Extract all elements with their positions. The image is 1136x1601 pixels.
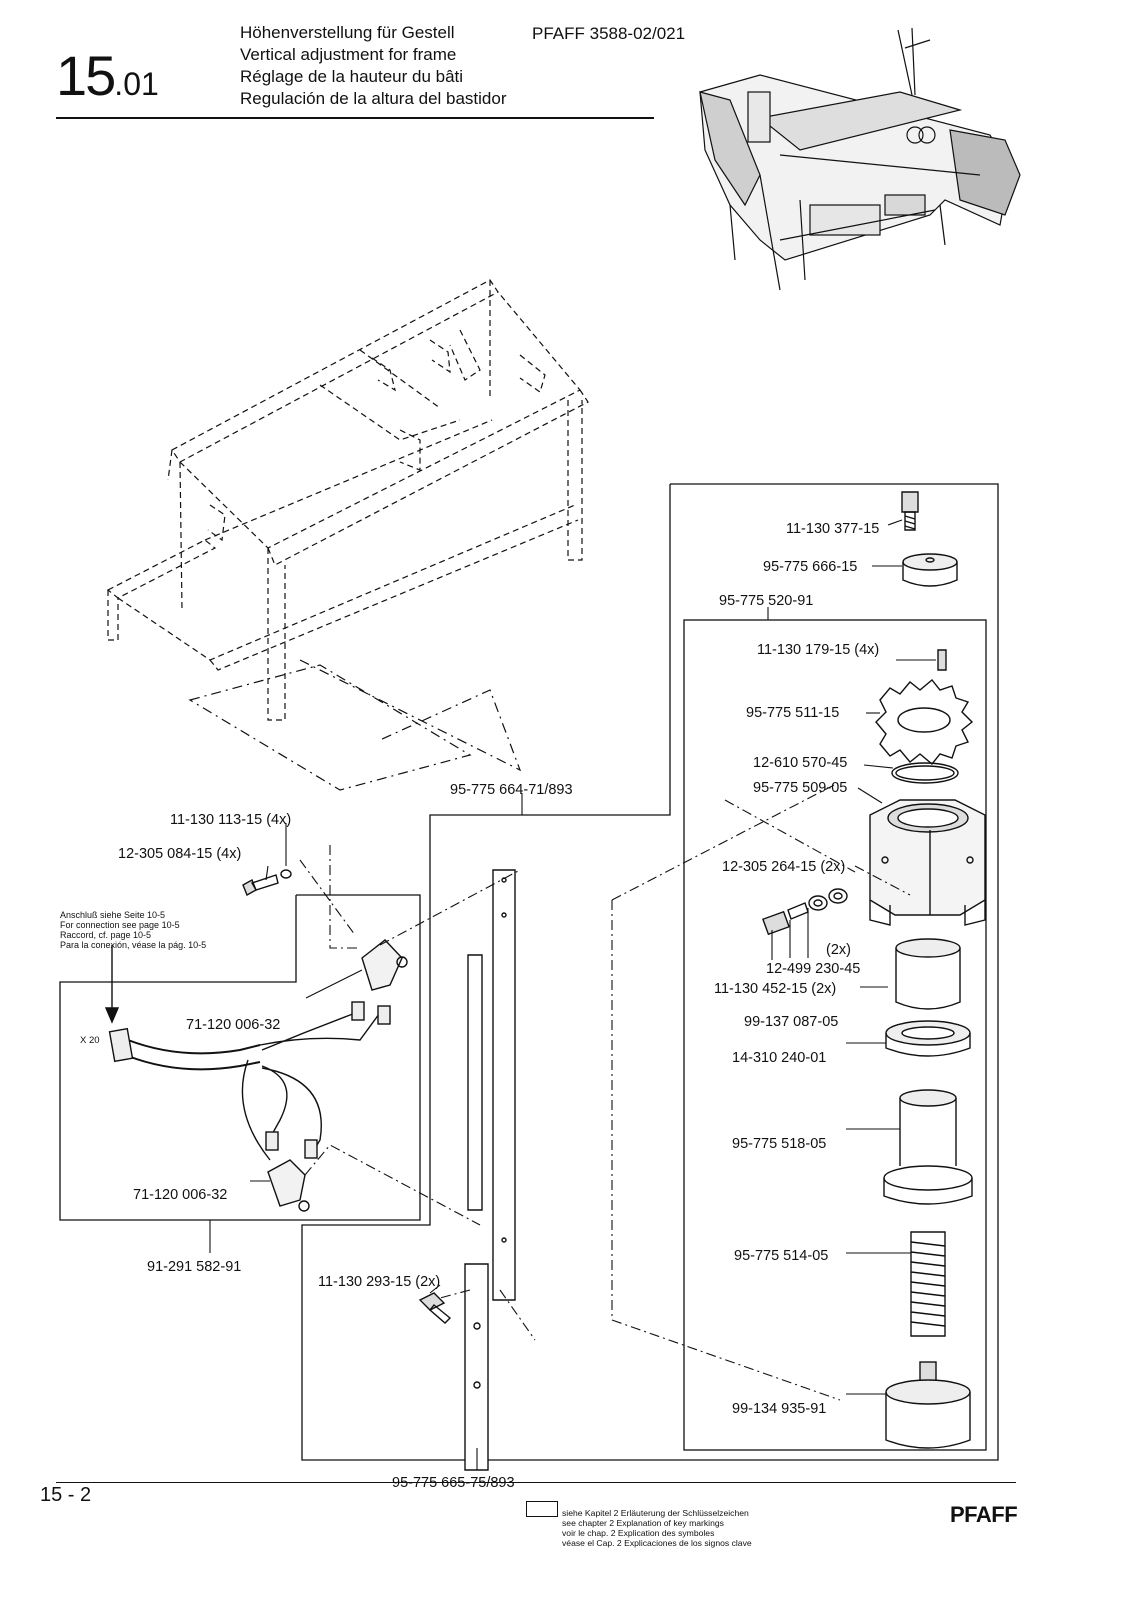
cable-harness — [108, 1001, 391, 1161]
part-label: 95-775 514-05 — [734, 1248, 829, 1264]
title-en: Vertical adjustment for frame — [240, 45, 457, 64]
screw-rail — [418, 1292, 452, 1324]
part-label: 95-775 665-75/893 — [392, 1475, 515, 1491]
part-label: 99-134 935-91 — [732, 1401, 827, 1417]
socket-screw — [762, 902, 809, 936]
connection-note-en: For connection see page 10-5 — [60, 920, 180, 930]
screw-switch — [242, 869, 292, 896]
section-number: 15.01 — [56, 48, 159, 104]
micro-switch-top — [361, 939, 408, 991]
part-label: 91-291 582-91 — [147, 1259, 242, 1275]
section-main: 15 — [56, 44, 116, 107]
part-label: 12-610 570-45 — [753, 755, 848, 771]
key-markings-note: siehe Kapitel 2 Erläuterung der Schlüsse… — [562, 1508, 752, 1548]
washers — [808, 888, 848, 911]
header-rule — [56, 117, 654, 119]
thrust-bearing — [885, 1020, 971, 1057]
retaining-ring — [891, 762, 959, 784]
part-label: 11-130 179-15 (4x) — [757, 642, 880, 658]
part-label: 11-130 377-15 — [786, 521, 880, 537]
threaded-spindle — [910, 1231, 946, 1337]
part-label: 12-499 230-45 — [766, 961, 861, 977]
page-number: 15 - 2 — [40, 1484, 92, 1506]
rail-long — [492, 869, 516, 1301]
box-switch-assembly — [59, 894, 421, 1221]
key-note-es: véase el Cap. 2 Explicaciones de los sig… — [562, 1538, 752, 1548]
part-label: 71-120 006-32 — [186, 1017, 281, 1033]
part-label: 14-310 240-01 — [732, 1050, 827, 1066]
part-label: 95-775 520-91 — [719, 593, 814, 609]
section-sub: .01 — [114, 66, 159, 102]
part-label: 95-775 664-71/893 — [450, 782, 573, 798]
part-label: 11-130 452-15 (2x) — [714, 981, 837, 997]
part-label: 95-775 509-05 — [753, 780, 848, 796]
sprocket — [875, 679, 974, 765]
small-screw — [937, 649, 947, 671]
bearing-housing — [869, 799, 986, 926]
connector-label: X 20 — [80, 1035, 100, 1046]
key-note-de: siehe Kapitel 2 Erläuterung der Schlüsse… — [562, 1508, 749, 1518]
brand-logo: PFAFF — [950, 1502, 1018, 1527]
connection-arrow — [104, 945, 120, 1024]
cap-top — [902, 553, 958, 587]
screw-top — [901, 491, 919, 531]
part-label: 11-130 293-15 (2x) — [318, 1274, 441, 1290]
part-label: 99-137 087-05 — [744, 1014, 839, 1030]
model-number: PFAFF 3588-02/021 — [532, 24, 686, 43]
part-label: 71-120 006-32 — [133, 1187, 228, 1203]
connection-note-es: Para la conexión, véase la pág. 10-5 — [60, 940, 207, 950]
part-label: 12-305 084-15 (4x) — [118, 846, 242, 862]
micro-switch-bottom — [267, 1159, 310, 1212]
part-label: 95-775 511-15 — [746, 705, 840, 721]
key-marking-box — [526, 1501, 558, 1517]
key-note-fr: voir le chap. 2 Explication des symboles — [562, 1528, 715, 1538]
rail-strip — [467, 954, 483, 1211]
title-fr: Réglage de la hauteur du bâti — [240, 67, 464, 86]
part-label: (2x) — [826, 942, 851, 958]
title-de: Höhenverstellung für Gestell — [240, 23, 455, 42]
part-label: 12-305 264-15 (2x) — [722, 859, 846, 875]
foot-base — [885, 1361, 971, 1449]
part-label: 95-775 518-05 — [732, 1136, 827, 1152]
box-lifting-assembly — [301, 483, 999, 1461]
leader-lines — [209, 519, 936, 1470]
assembly-lines — [299, 782, 911, 1401]
footer-rule — [56, 1482, 1016, 1483]
part-label: 95-775 666-15 — [763, 559, 858, 575]
bushing — [895, 938, 961, 1010]
connection-note-de: Anschluß siehe Seite 10-5 — [60, 910, 166, 920]
spindle-tube — [883, 1089, 973, 1205]
title-es: Regulación de la altura del bastidor — [240, 89, 507, 108]
rail-plate-bottom — [464, 1263, 489, 1471]
machine-overview-illustration — [699, 27, 1021, 291]
key-note-en: see chapter 2 Explanation of key marking… — [562, 1518, 724, 1528]
connection-note-fr: Raccord, cf. page 10-5 — [60, 930, 152, 940]
part-label: 11-130 113-15 (4x) — [170, 812, 292, 828]
frame-outline — [106, 279, 589, 791]
